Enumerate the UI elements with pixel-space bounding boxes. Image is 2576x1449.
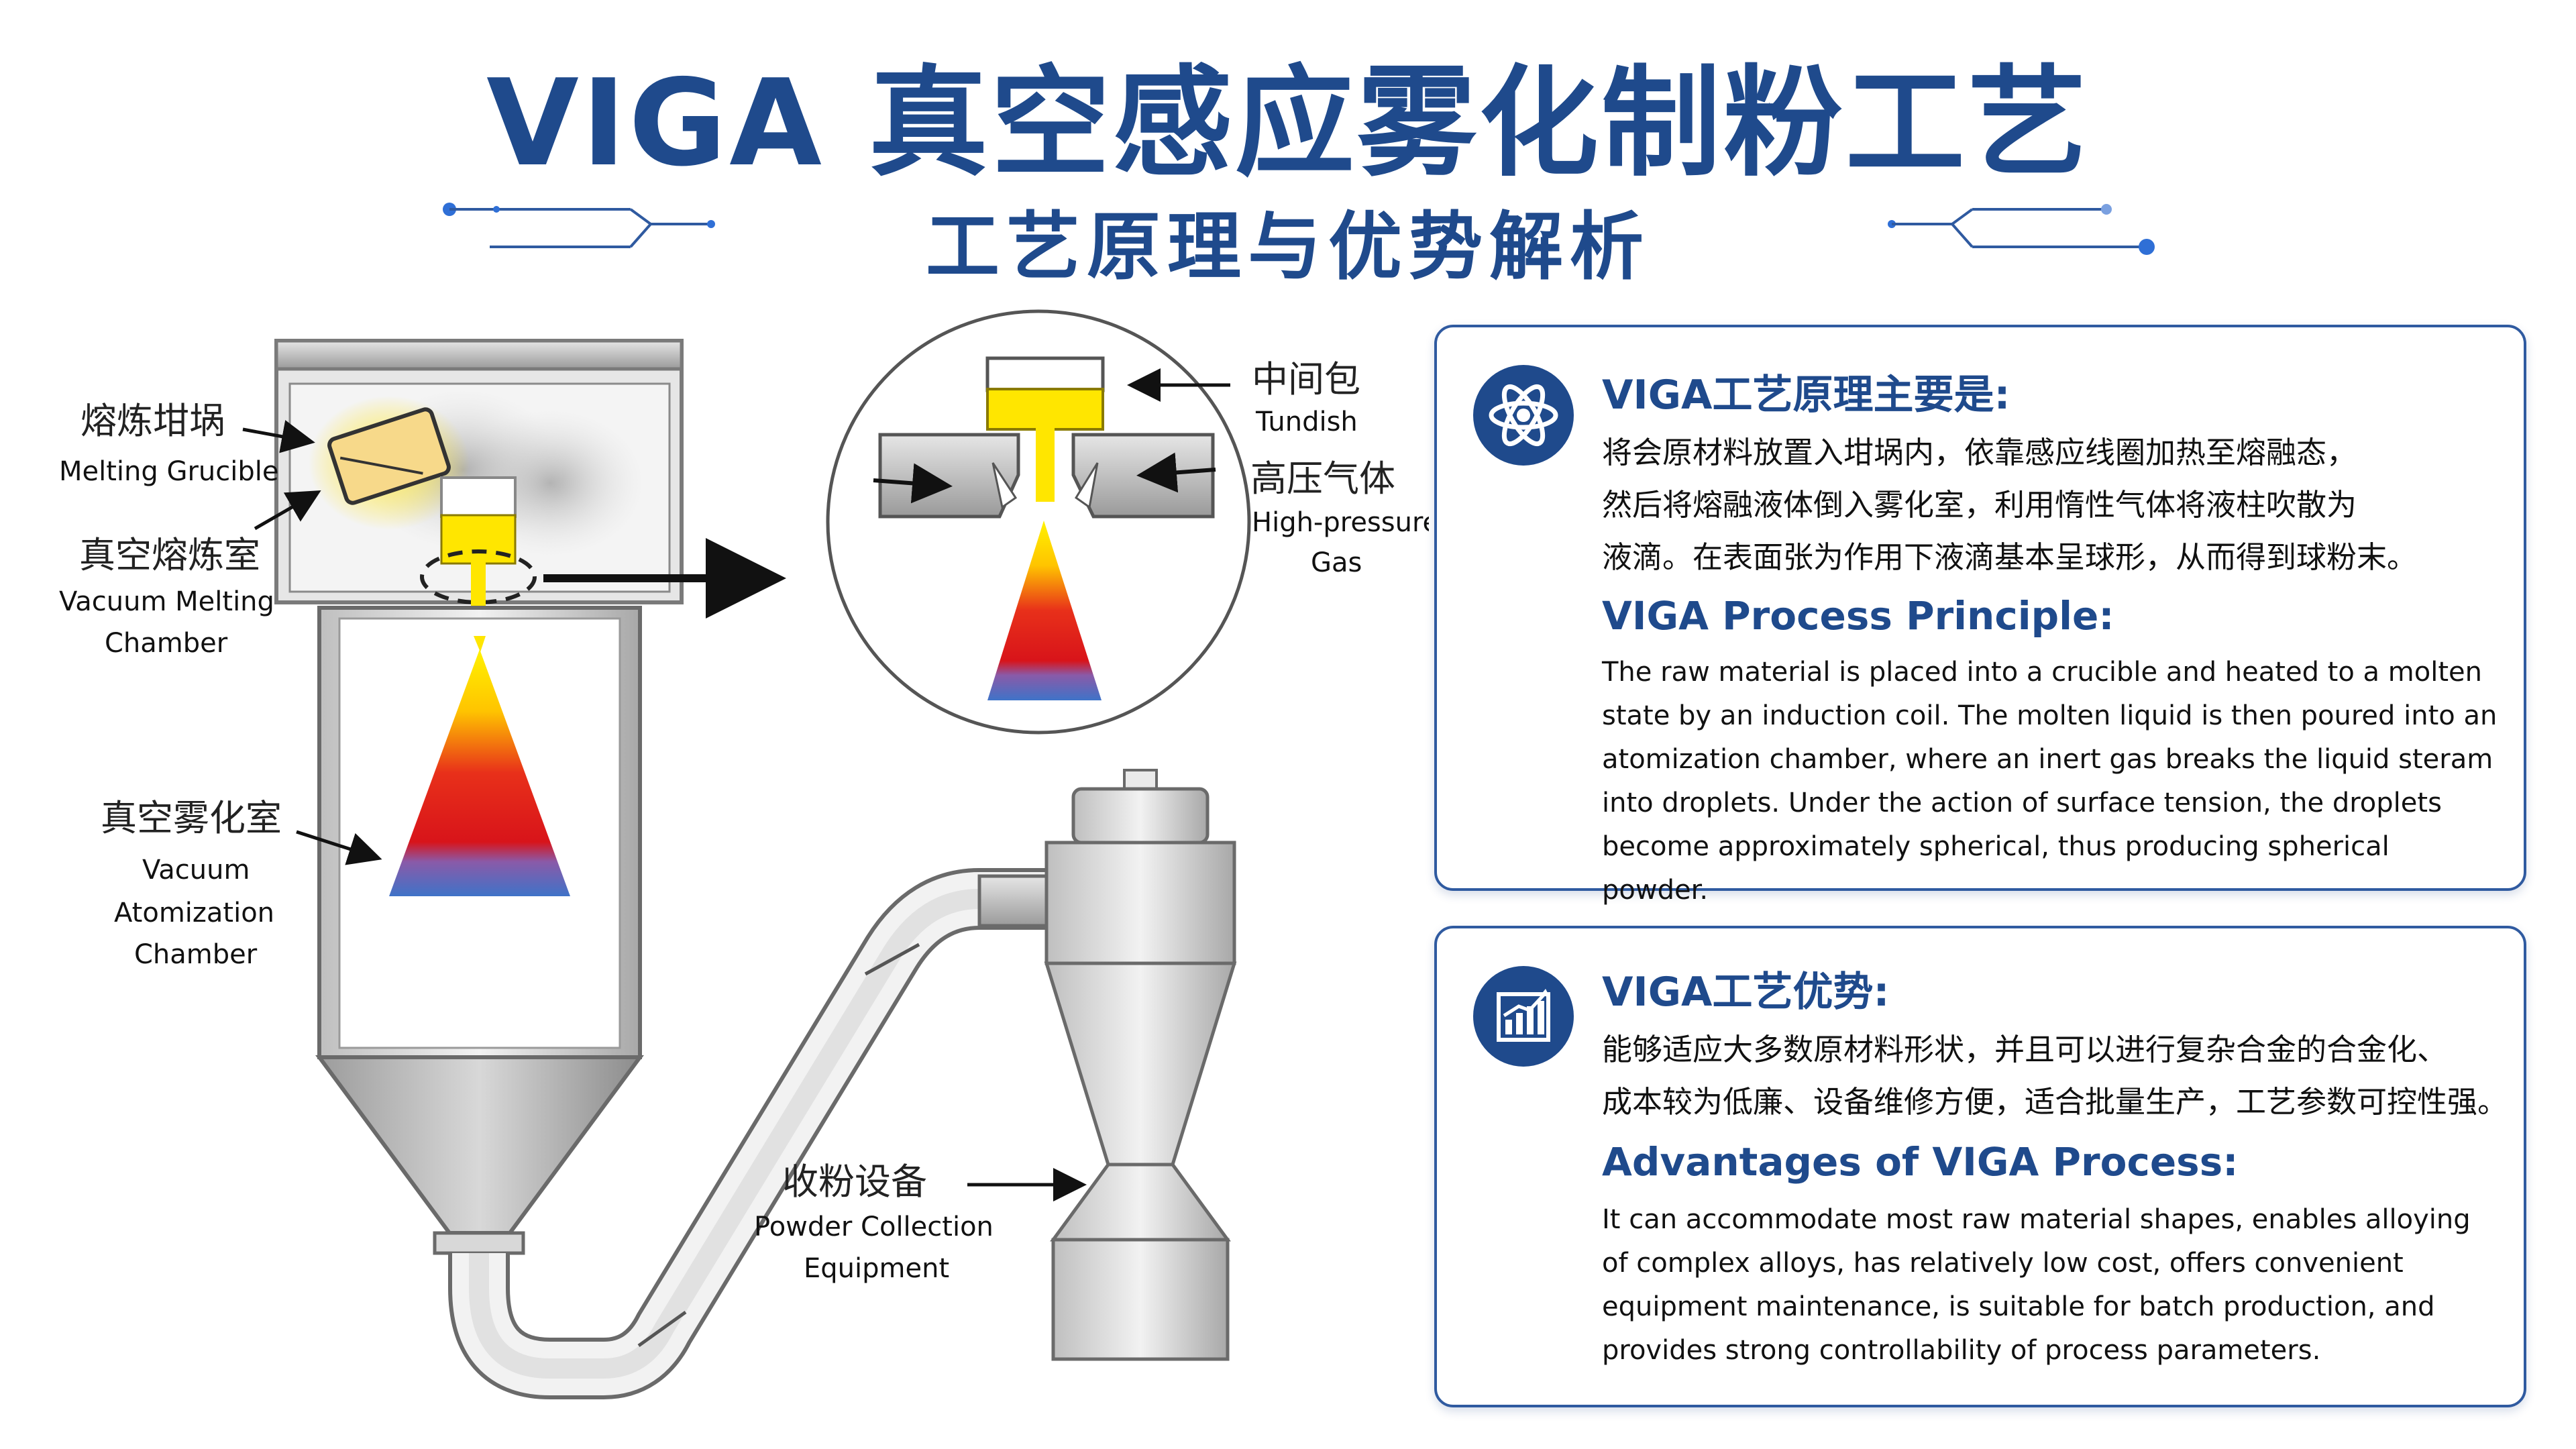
gas-label-en-2: Gas <box>1311 547 1362 578</box>
tundish-label-cn: 中间包 <box>1252 358 1360 400</box>
vacuum-melting-label-en-2: Chamber <box>105 628 228 659</box>
tundish-label-en: Tundish <box>1255 407 1358 437</box>
principle-text-en: The raw material is placed into a crucib… <box>1602 657 2498 906</box>
decor-lines-left <box>443 203 715 248</box>
page-title: VIGA 真空感应雾化制粉工艺 <box>486 54 2090 193</box>
advantages-text-en: It can accommodate most raw material sha… <box>1602 1204 2471 1366</box>
vacuum-melting-label-en-1: Vacuum Melting <box>59 586 274 617</box>
connecting-pipe <box>448 868 1046 1399</box>
viga-process-diagram: 熔炼坩埚 Melting Grucible 真空熔炼室 Vacuum Melti… <box>59 309 1429 1399</box>
decor-lines-right <box>1888 204 2155 255</box>
atomization-label-en-1: Vacuum <box>142 855 250 885</box>
melting-crucible-label-cn: 熔炼坩埚 <box>80 400 225 442</box>
advantages-panel: VIGA工艺优势: 能够适应大多数原材料形状，并且可以进行复杂合金的合金化、 成… <box>1434 926 2526 1407</box>
melting-crucible-pointer <box>242 420 315 453</box>
atomization-label-cn: 真空雾化室 <box>101 797 282 839</box>
tundish-small <box>420 476 537 636</box>
principle-text-cn-1: 将会原材料放置入坩埚内，依靠感应线圈加热至熔融态， <box>1602 435 2357 470</box>
gas-label-en-1: High-pressure <box>1252 507 1429 538</box>
chart-growth-icon <box>1473 966 1574 1067</box>
atom-icon <box>1473 365 1574 466</box>
principle-text-cn-2: 然后将熔融液体倒入雾化室，利用惰性气体将液柱吹散为 <box>1602 487 2357 523</box>
atomization-label-en-3: Chamber <box>134 939 258 970</box>
atomization-label-en-2: Atomization <box>114 898 274 928</box>
zoom-detail-circle <box>826 309 1251 735</box>
powder-label-en-1: Powder Collection <box>754 1212 994 1242</box>
page-subtitle: 工艺原理与优势解析 <box>926 204 1650 290</box>
powder-label-cn: 收粉设备 <box>782 1161 927 1203</box>
principle-text-cn-3: 液滴。在表面张为作用下液滴基本呈球形，从而得到球粉末。 <box>1602 539 2418 575</box>
atomization-pointer <box>296 830 382 865</box>
principle-heading-en: VIGA Process Principle: <box>1602 593 2114 639</box>
advantages-heading-en: Advantages of VIGA Process: <box>1602 1139 2239 1185</box>
powder-label-en-2: Equipment <box>804 1253 949 1284</box>
advantages-text-cn-2: 成本较为低廉、设备维修方便，适合批量生产，工艺参数可控性强。 <box>1602 1084 2508 1120</box>
gas-label-cn: 高压气体 <box>1250 458 1395 500</box>
vacuum-melting-label-cn: 真空熔炼室 <box>79 534 260 576</box>
principle-panel: VIGA工艺原理主要是: 将会原材料放置入坩埚内，依靠感应线圈加热至熔融态， 然… <box>1434 325 2526 906</box>
melting-crucible-label-en: Melting Grucible <box>59 456 279 487</box>
melting-crucible <box>309 396 470 530</box>
powder-collection-equipment <box>977 769 1237 1361</box>
vacuum-atomization-chamber <box>315 606 644 1255</box>
advantages-text-cn-1: 能够适应大多数原材料形状，并且可以进行复杂合金的合金化、 <box>1602 1032 2448 1067</box>
principle-heading-cn: VIGA工艺原理主要是: <box>1602 372 2010 419</box>
advantages-heading-cn: VIGA工艺优势: <box>1602 969 1890 1016</box>
vacuum-melting-pointer <box>254 490 321 531</box>
